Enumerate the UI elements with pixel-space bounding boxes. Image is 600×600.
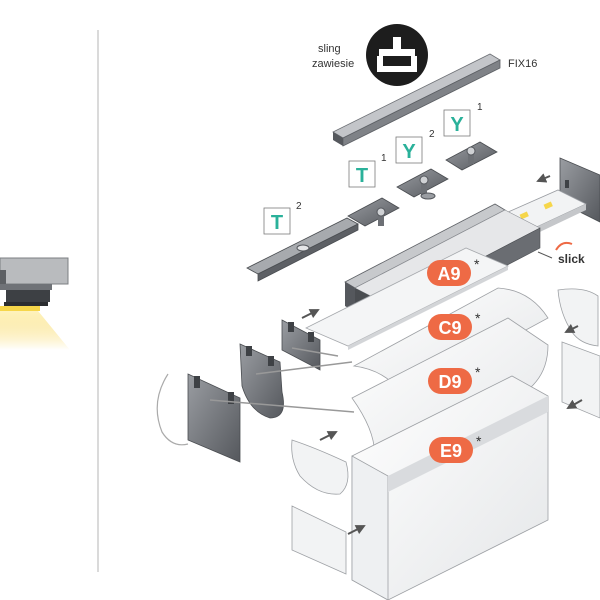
svg-text:2: 2 <box>429 129 435 140</box>
end-cap-left-a <box>281 319 321 371</box>
arrow <box>566 399 583 409</box>
badge-y1: Y 1 <box>443 102 483 137</box>
diffuser-e9 <box>351 375 549 600</box>
guide-line <box>291 347 339 357</box>
light-beam <box>0 306 70 350</box>
arrow <box>347 525 366 535</box>
svg-text:T: T <box>271 212 283 234</box>
pill-a9: A9 * <box>427 256 480 286</box>
fix-label: FIX16 <box>508 58 537 70</box>
svg-text:1: 1 <box>381 153 387 164</box>
sling-icon <box>366 24 428 86</box>
end-cap-round-right <box>557 288 599 347</box>
end-cap-square-right <box>561 341 600 419</box>
svg-text:D9: D9 <box>438 372 461 392</box>
pill-d9: D9 * <box>428 364 481 394</box>
guide-line <box>255 361 353 375</box>
fix16-rail <box>332 53 501 147</box>
svg-text:*: * <box>476 433 482 449</box>
badge-t1: T 1 <box>348 153 387 188</box>
diffuser-c9 <box>352 287 549 397</box>
clip-t2 <box>246 217 359 282</box>
svg-text:*: * <box>475 364 481 380</box>
svg-text:2: 2 <box>296 201 302 212</box>
sling-label: sling <box>318 43 341 55</box>
pill-c9: C9 * <box>428 310 481 340</box>
slick-brand: slick <box>558 252 585 266</box>
svg-text:1: 1 <box>477 102 483 113</box>
clip-y1 <box>445 141 498 171</box>
arrow <box>564 323 579 333</box>
arrow <box>319 431 338 441</box>
clip-t1 <box>347 197 400 227</box>
svg-text:E9: E9 <box>440 441 462 461</box>
badge-y2: Y 2 <box>395 129 435 164</box>
svg-text:T: T <box>356 165 368 187</box>
svg-text:Y: Y <box>402 141 416 163</box>
svg-text:C9: C9 <box>438 318 461 338</box>
end-cap-left-b <box>239 343 284 419</box>
slick-logo-arc <box>555 241 573 251</box>
svg-text:*: * <box>475 310 481 326</box>
clip-y2 <box>396 168 449 200</box>
badge-t2: T 2 <box>263 201 302 235</box>
guide-line <box>209 399 355 413</box>
arrow <box>536 173 551 183</box>
svg-text:*: * <box>474 256 480 272</box>
sling-label-pl: zawiesie <box>312 58 354 70</box>
installed-profile-preview <box>0 257 70 350</box>
end-cap-left-c <box>187 373 241 463</box>
pill-e9: E9 * <box>429 433 482 463</box>
svg-text:A9: A9 <box>437 264 460 284</box>
outline-curve <box>156 373 189 446</box>
end-cap-left-round <box>291 439 349 495</box>
svg-text:Y: Y <box>450 114 464 136</box>
arrow <box>301 309 320 319</box>
end-cap-left-square <box>291 505 347 575</box>
